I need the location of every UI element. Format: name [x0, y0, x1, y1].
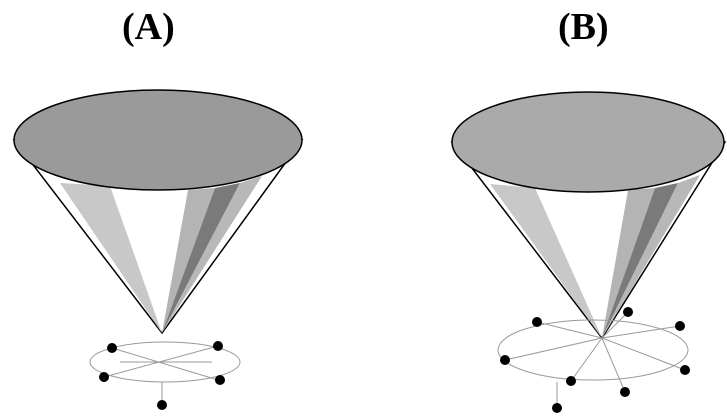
ring-b-dot — [675, 321, 685, 331]
cone-b-top — [451, 91, 725, 193]
ring-b-spoke — [601, 337, 626, 393]
ring-b-spoke — [601, 337, 686, 371]
ring-b-spoke — [536, 321, 603, 339]
panel-b-cone — [450, 91, 727, 340]
ring-b-dot — [566, 376, 576, 386]
cone-a-shade-left — [60, 183, 162, 333]
ring-a-dot — [107, 343, 117, 353]
cone-b-shade-left — [490, 184, 602, 338]
ring-a-dot — [215, 375, 225, 385]
ring-b-dot — [623, 307, 633, 317]
cone-b-shade-right-edge — [602, 175, 700, 338]
ring-b-dot — [680, 365, 690, 375]
panel-a-label: (A) — [122, 6, 175, 48]
ring-b-spoke — [601, 311, 629, 339]
ring-b-dot — [552, 403, 562, 413]
panel-b-ring — [497, 307, 690, 413]
ring-b-dot — [500, 355, 510, 365]
cone-a-shade-right-edge — [162, 176, 262, 333]
ring-b-spoke — [601, 325, 681, 339]
ring-a-dot — [213, 341, 223, 351]
ring-a-spoke — [111, 347, 219, 381]
panel-b-label: (B) — [558, 6, 609, 48]
panel-a-cone — [12, 89, 304, 335]
panel-a-ring — [89, 341, 241, 410]
ring-b-outline — [497, 319, 689, 381]
ring-b-spoke — [570, 337, 603, 382]
cone-a-top — [13, 89, 303, 191]
ring-b-spoke — [504, 337, 603, 361]
ring-a-outline — [89, 341, 241, 383]
ring-b-dot — [620, 387, 630, 397]
ring-a-dot — [157, 400, 167, 410]
ring-b-dot — [532, 317, 542, 327]
ring-a-dot — [99, 372, 109, 382]
